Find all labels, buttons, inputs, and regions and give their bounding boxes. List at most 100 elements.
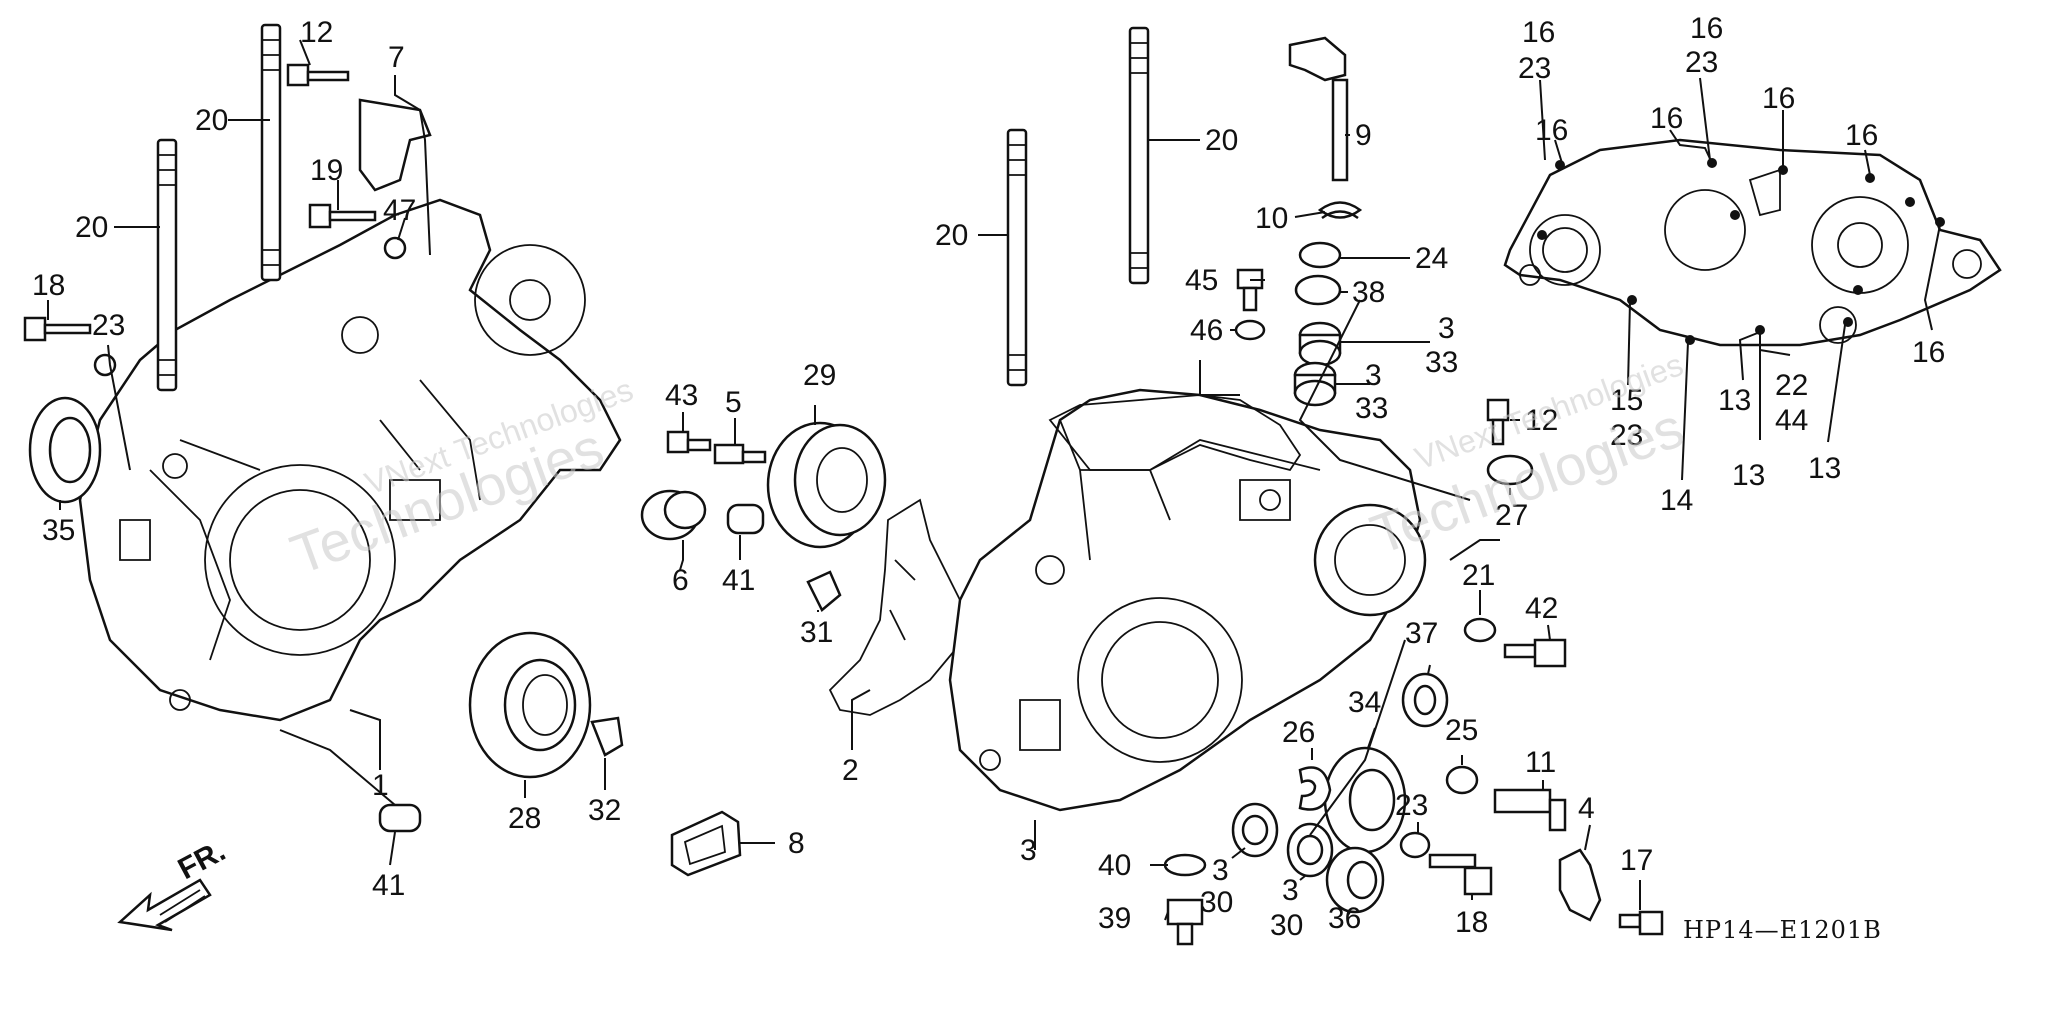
callout: 3 — [1282, 874, 1299, 907]
stud-bolt-right-short — [1006, 128, 1028, 387]
callout: 35 — [42, 514, 75, 547]
callout: 37 — [1405, 617, 1438, 650]
callout: 23 — [1395, 789, 1428, 822]
callout: 3 — [1212, 854, 1229, 887]
callout: 14 — [1660, 484, 1693, 517]
rubber-cover-8 — [670, 810, 742, 877]
callout: 8 — [788, 827, 805, 860]
callout: 20 — [935, 219, 968, 252]
washer-25 — [1445, 765, 1479, 795]
sensor-11 — [1493, 788, 1567, 832]
washer-23-right — [1399, 831, 1431, 859]
spring-10 — [1317, 201, 1363, 220]
callout: 23 — [1518, 52, 1551, 85]
callout: 41 — [722, 564, 755, 597]
bearing-29 — [766, 421, 887, 549]
callout: 13 — [1732, 459, 1765, 492]
bolt-43 — [666, 430, 712, 454]
callout: 29 — [803, 359, 836, 392]
bolt-19 — [308, 203, 407, 260]
washer-21 — [1463, 617, 1497, 643]
bearing-3-lower-left — [1231, 802, 1279, 858]
washer-46 — [1234, 319, 1266, 341]
callout: 23 — [92, 309, 125, 342]
front-label: FR. — [173, 834, 231, 886]
callout: 25 — [1445, 714, 1478, 747]
callout: 9 — [1355, 119, 1372, 152]
callout: 40 — [1098, 849, 1131, 882]
fitting-5 — [713, 443, 767, 465]
collar-3-lower — [1293, 361, 1337, 407]
callout: 3 — [1365, 359, 1382, 392]
callout: 44 — [1775, 404, 1808, 437]
circlip-26 — [1298, 766, 1332, 811]
leader-lines — [47, 39, 1941, 921]
callout: 16 — [1522, 16, 1555, 49]
stopper-32 — [590, 716, 624, 757]
callout: 7 — [388, 41, 405, 74]
collar-3-upper — [1298, 321, 1342, 367]
bolt-18-right — [1428, 853, 1493, 896]
callout: 27 — [1495, 499, 1528, 532]
part-27 — [1486, 454, 1534, 486]
stud-bolt-left-long — [260, 23, 282, 282]
callout: 1 — [372, 769, 389, 802]
front-direction-arrow-icon — [117, 878, 212, 932]
seal-36 — [1325, 846, 1385, 914]
oil-seal-35 — [28, 396, 102, 504]
callout: 36 — [1328, 902, 1361, 935]
callout: 16 — [1535, 114, 1568, 147]
callout: 23 — [1685, 46, 1718, 79]
callout: 2 — [842, 754, 859, 787]
callout: 39 — [1098, 902, 1131, 935]
bearing-3-lower-right — [1286, 822, 1334, 878]
right-crankcase-half — [948, 388, 1427, 812]
bolt-45 — [1236, 268, 1264, 312]
washer-40 — [1163, 853, 1207, 877]
callout: 18 — [32, 269, 65, 302]
drain-bolt-39 — [1166, 898, 1204, 946]
diagram-code: HP14—E1201B — [1683, 916, 1882, 944]
bracket-7 — [358, 98, 432, 192]
callout: 5 — [725, 386, 742, 419]
bolt-12-right — [1486, 398, 1510, 446]
callout: 17 — [1620, 844, 1653, 877]
callout: 3 — [1020, 834, 1037, 867]
callout: 33 — [1355, 392, 1388, 425]
plug-6 — [640, 489, 707, 541]
left-crankcase-half — [78, 198, 622, 722]
callout: 3 — [1438, 312, 1455, 345]
callout: 26 — [1282, 716, 1315, 749]
bolt-17 — [1618, 910, 1664, 936]
stud-bolt-left-short — [156, 138, 178, 392]
callout: 13 — [1808, 452, 1841, 485]
bolt-12-left — [286, 63, 350, 87]
callout: 43 — [665, 379, 698, 412]
callout: 16 — [1762, 82, 1795, 115]
callout: 16 — [1690, 12, 1723, 45]
oil-seal-34 — [1323, 746, 1407, 854]
callout: 10 — [1255, 202, 1288, 235]
callout: 12 — [300, 16, 333, 49]
callout: 23 — [1610, 419, 1643, 452]
callout: 47 — [383, 194, 416, 227]
callout: 4 — [1578, 792, 1595, 825]
stopper-31 — [806, 570, 842, 612]
dowel-pin-41-left — [378, 803, 422, 833]
callout-labels: 12 7 20 19 47 20 18 23 35 1 41 28 32 43 … — [32, 12, 1945, 942]
callout: 11 — [1525, 746, 1556, 779]
bearing-37 — [1401, 672, 1449, 728]
callout: 32 — [588, 794, 621, 827]
stud-bolt-right-long — [1128, 26, 1150, 285]
callout: 12 — [1525, 404, 1558, 437]
callout: 18 — [1455, 906, 1488, 939]
gasket-2 — [828, 498, 961, 716]
shift-shaft-9 — [1288, 36, 1349, 182]
callout: 33 — [1425, 346, 1458, 379]
callout: 22 — [1775, 369, 1808, 402]
callout: 13 — [1718, 384, 1751, 417]
callout: 31 — [800, 616, 833, 649]
callout: 6 — [672, 564, 689, 597]
seal-38 — [1294, 274, 1342, 306]
bearing-28 — [468, 631, 592, 779]
